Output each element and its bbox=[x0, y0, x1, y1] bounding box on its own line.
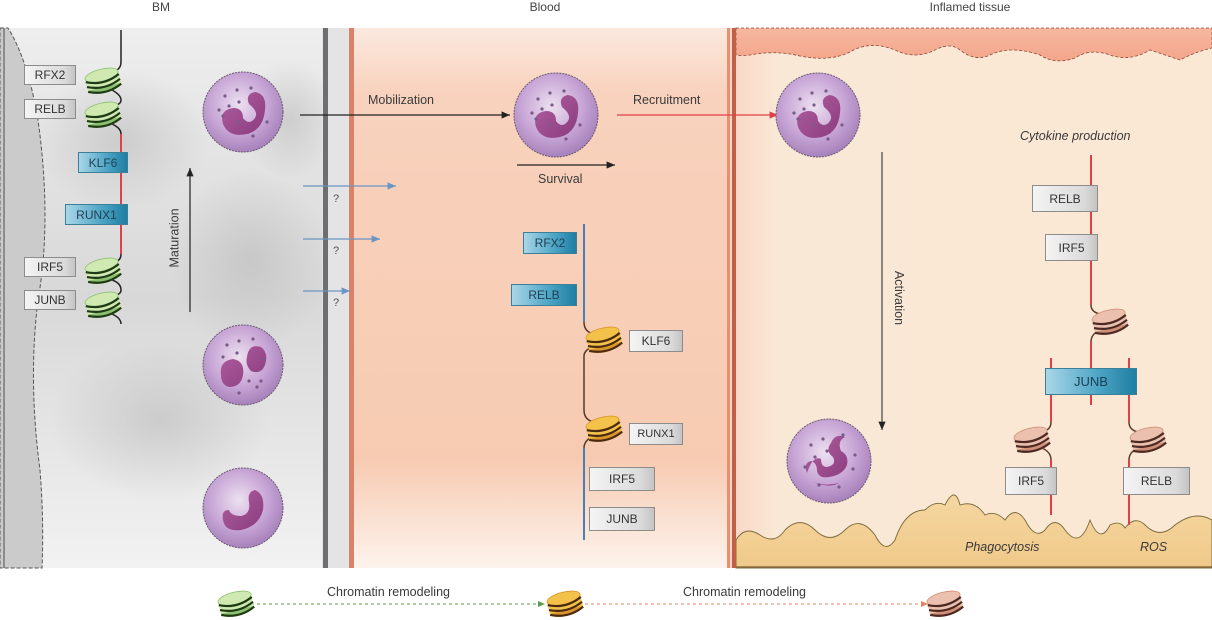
neutrophil-bm-immature bbox=[202, 467, 284, 549]
neutrophil-tissue-recruited bbox=[775, 72, 861, 158]
nucleosome-bm-irf5 bbox=[84, 257, 122, 284]
nucleosome-blood-klf6 bbox=[585, 326, 623, 353]
blood-gene-junb: JUNB bbox=[589, 507, 655, 531]
bm-gene-junb: JUNB bbox=[24, 290, 76, 310]
bm-gene-klf6: KLF6 bbox=[78, 152, 128, 173]
nucleosome-tissue-left bbox=[1013, 426, 1051, 453]
phagocytosis-label: Phagocytosis bbox=[965, 540, 1040, 554]
bm-gene-rfx2: RFX2 bbox=[24, 65, 76, 85]
tissue-gene-relb-bottom: RELB bbox=[1123, 467, 1190, 495]
legend-nucleosome-green bbox=[217, 590, 255, 617]
ros-label: ROS bbox=[1140, 540, 1168, 554]
unknown-mark-2: ? bbox=[333, 245, 340, 257]
neutrophil-bm-band bbox=[202, 324, 284, 406]
tissue-gene-junb: JUNB bbox=[1045, 368, 1137, 395]
legend-nucleosome-pink bbox=[926, 590, 964, 617]
mobilization-label: Mobilization bbox=[368, 93, 435, 107]
zone-title-tissue: Inflamed tissue bbox=[929, 0, 1011, 14]
nucleosome-bm-rfx2 bbox=[84, 67, 122, 94]
blood-gene-irf5: IRF5 bbox=[589, 467, 655, 491]
bm-gene-runx1: RUNX1 bbox=[65, 204, 128, 225]
legend-label-1: Chromatin remodeling bbox=[327, 585, 450, 599]
bm-gene-irf5: IRF5 bbox=[24, 257, 76, 277]
zone-title-blood: Blood bbox=[529, 0, 561, 14]
tissue-gene-irf5-top: IRF5 bbox=[1045, 234, 1098, 261]
tissue-gene-relb-top: RELB bbox=[1032, 185, 1098, 212]
cytokine-production-label: Cytokine production bbox=[1020, 129, 1131, 143]
activation-label: Activation bbox=[892, 270, 907, 326]
unknown-mark-1: ? bbox=[333, 193, 340, 205]
blood-gene-runx1: RUNX1 bbox=[629, 423, 683, 445]
zone-title-bm: BM bbox=[152, 0, 170, 14]
neutrophil-blood bbox=[513, 72, 599, 158]
endothelium-top bbox=[735, 27, 1212, 62]
blood-gene-relb: RELB bbox=[511, 284, 577, 306]
maturation-label: Maturation bbox=[167, 208, 182, 268]
nucleosome-bm-relb bbox=[84, 101, 122, 128]
nucleosome-blood-runx1 bbox=[585, 415, 623, 442]
nucleosome-tissue-upper bbox=[1091, 308, 1129, 335]
tissue-gene-irf5-bottom: IRF5 bbox=[1005, 467, 1057, 495]
bm-gene-relb: RELB bbox=[24, 99, 76, 119]
unknown-mark-3: ? bbox=[333, 297, 340, 309]
blood-gene-klf6: KLF6 bbox=[629, 330, 683, 352]
blood-gene-rfx2: RFX2 bbox=[523, 232, 577, 254]
survival-label: Survival bbox=[538, 172, 583, 186]
nucleosome-bm-junb bbox=[84, 291, 122, 318]
nucleosome-tissue-right bbox=[1129, 426, 1167, 453]
legend-nucleosome-orange bbox=[546, 590, 584, 617]
recruitment-label: Recruitment bbox=[633, 93, 701, 107]
neutrophil-bm-mature bbox=[202, 71, 284, 153]
neutrophil-tissue-activated bbox=[786, 418, 872, 504]
vessel-wall bbox=[322, 28, 354, 568]
legend-label-2: Chromatin remodeling bbox=[683, 585, 806, 599]
tissue-surface bbox=[735, 494, 1212, 569]
